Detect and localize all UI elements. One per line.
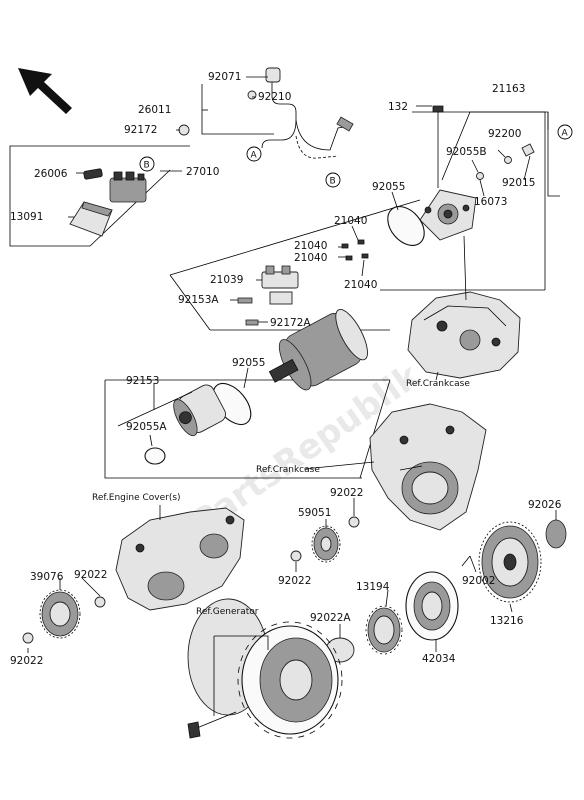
label-21040-c: 21040 [294,252,327,264]
svg-text:A: A [562,129,569,139]
label-92153: 92153 [126,375,159,387]
label-92002: 92002 [462,575,495,587]
marker-b-cable: B [325,172,341,188]
label-92022-cover: 92022 [74,569,107,581]
ref-crankcase-1: Ref.Crankcase [406,379,470,389]
label-21039: 21039 [210,274,243,286]
label-92015: 92015 [502,177,535,189]
label-39076: 39076 [30,571,64,583]
crankcase-center [369,403,487,531]
label-59051: 59051 [298,507,331,519]
label-92022-left: 92022 [10,655,43,667]
svg-text:B: B [330,177,336,187]
generator-rotor [187,598,343,739]
label-92200: 92200 [488,128,521,140]
marker-a-top: A [557,124,573,140]
starter-cable [247,67,354,159]
svg-text:B: B [144,161,150,171]
ref-engine-cover: Ref.Engine Cover(s) [92,493,181,503]
label-42034: 42034 [422,653,456,665]
label-92210: 92210 [258,91,291,103]
marker-b-relay: B [139,156,155,172]
part-labels: 92071 92210 26011 92172 27010 26006 1309… [10,71,562,667]
label-92026: 92026 [528,499,562,511]
label-92022A: 92022A [310,612,351,624]
washer-92022-left [22,632,34,644]
ref-generator: Ref.Generator [196,607,259,617]
label-13216: 13216 [490,615,524,627]
label-92022-mid: 92022 [278,575,311,587]
starter-motor [117,309,368,465]
label-92055A: 92055A [126,421,167,433]
label-13194: 13194 [356,581,390,593]
sprocket-gear-13216 [478,521,542,603]
gear-39076 [39,589,81,639]
direction-arrow-icon [18,68,72,114]
label-21040-a: 21040 [334,215,367,227]
crankcase-right [407,291,521,379]
gear-59051 [311,525,341,563]
label-92022-upper: 92022 [330,487,363,499]
label-92153A: 92153A [178,294,219,306]
washer-92022-mid [290,550,302,562]
one-way-clutch-13194 [365,605,403,655]
svg-text:A: A [251,151,258,161]
label-27010: 27010 [186,166,219,178]
label-92172: 92172 [124,124,157,136]
ref-crankcase-2: Ref.Crankcase [256,465,320,475]
clutch-housing-42034 [405,571,459,641]
label-21040-d: 21040 [344,279,377,291]
engine-cover [115,507,245,611]
label-92055-top: 92055 [372,181,405,193]
label-16073: 16073 [474,196,507,208]
label-132: 132 [388,101,408,113]
washer-92022-cover [94,596,106,608]
starter-relay-assembly [69,124,190,237]
label-92055B: 92055B [446,146,487,158]
label-26006: 26006 [34,168,68,180]
bolt-92002 [461,555,471,567]
label-92071: 92071 [208,71,241,83]
label-92055-mid: 92055 [232,357,265,369]
washer-92022-upper [348,516,360,528]
leader-lines [27,76,557,716]
seal-92026 [545,519,567,549]
label-21163: 21163 [492,83,525,95]
label-21040-b: 21040 [294,240,327,252]
label-92172A: 92172A [270,317,311,329]
label-13091: 13091 [10,211,43,223]
starter-end-cover [387,105,535,246]
marker-a-cable: A [246,146,262,162]
label-26011: 26011 [138,104,171,116]
